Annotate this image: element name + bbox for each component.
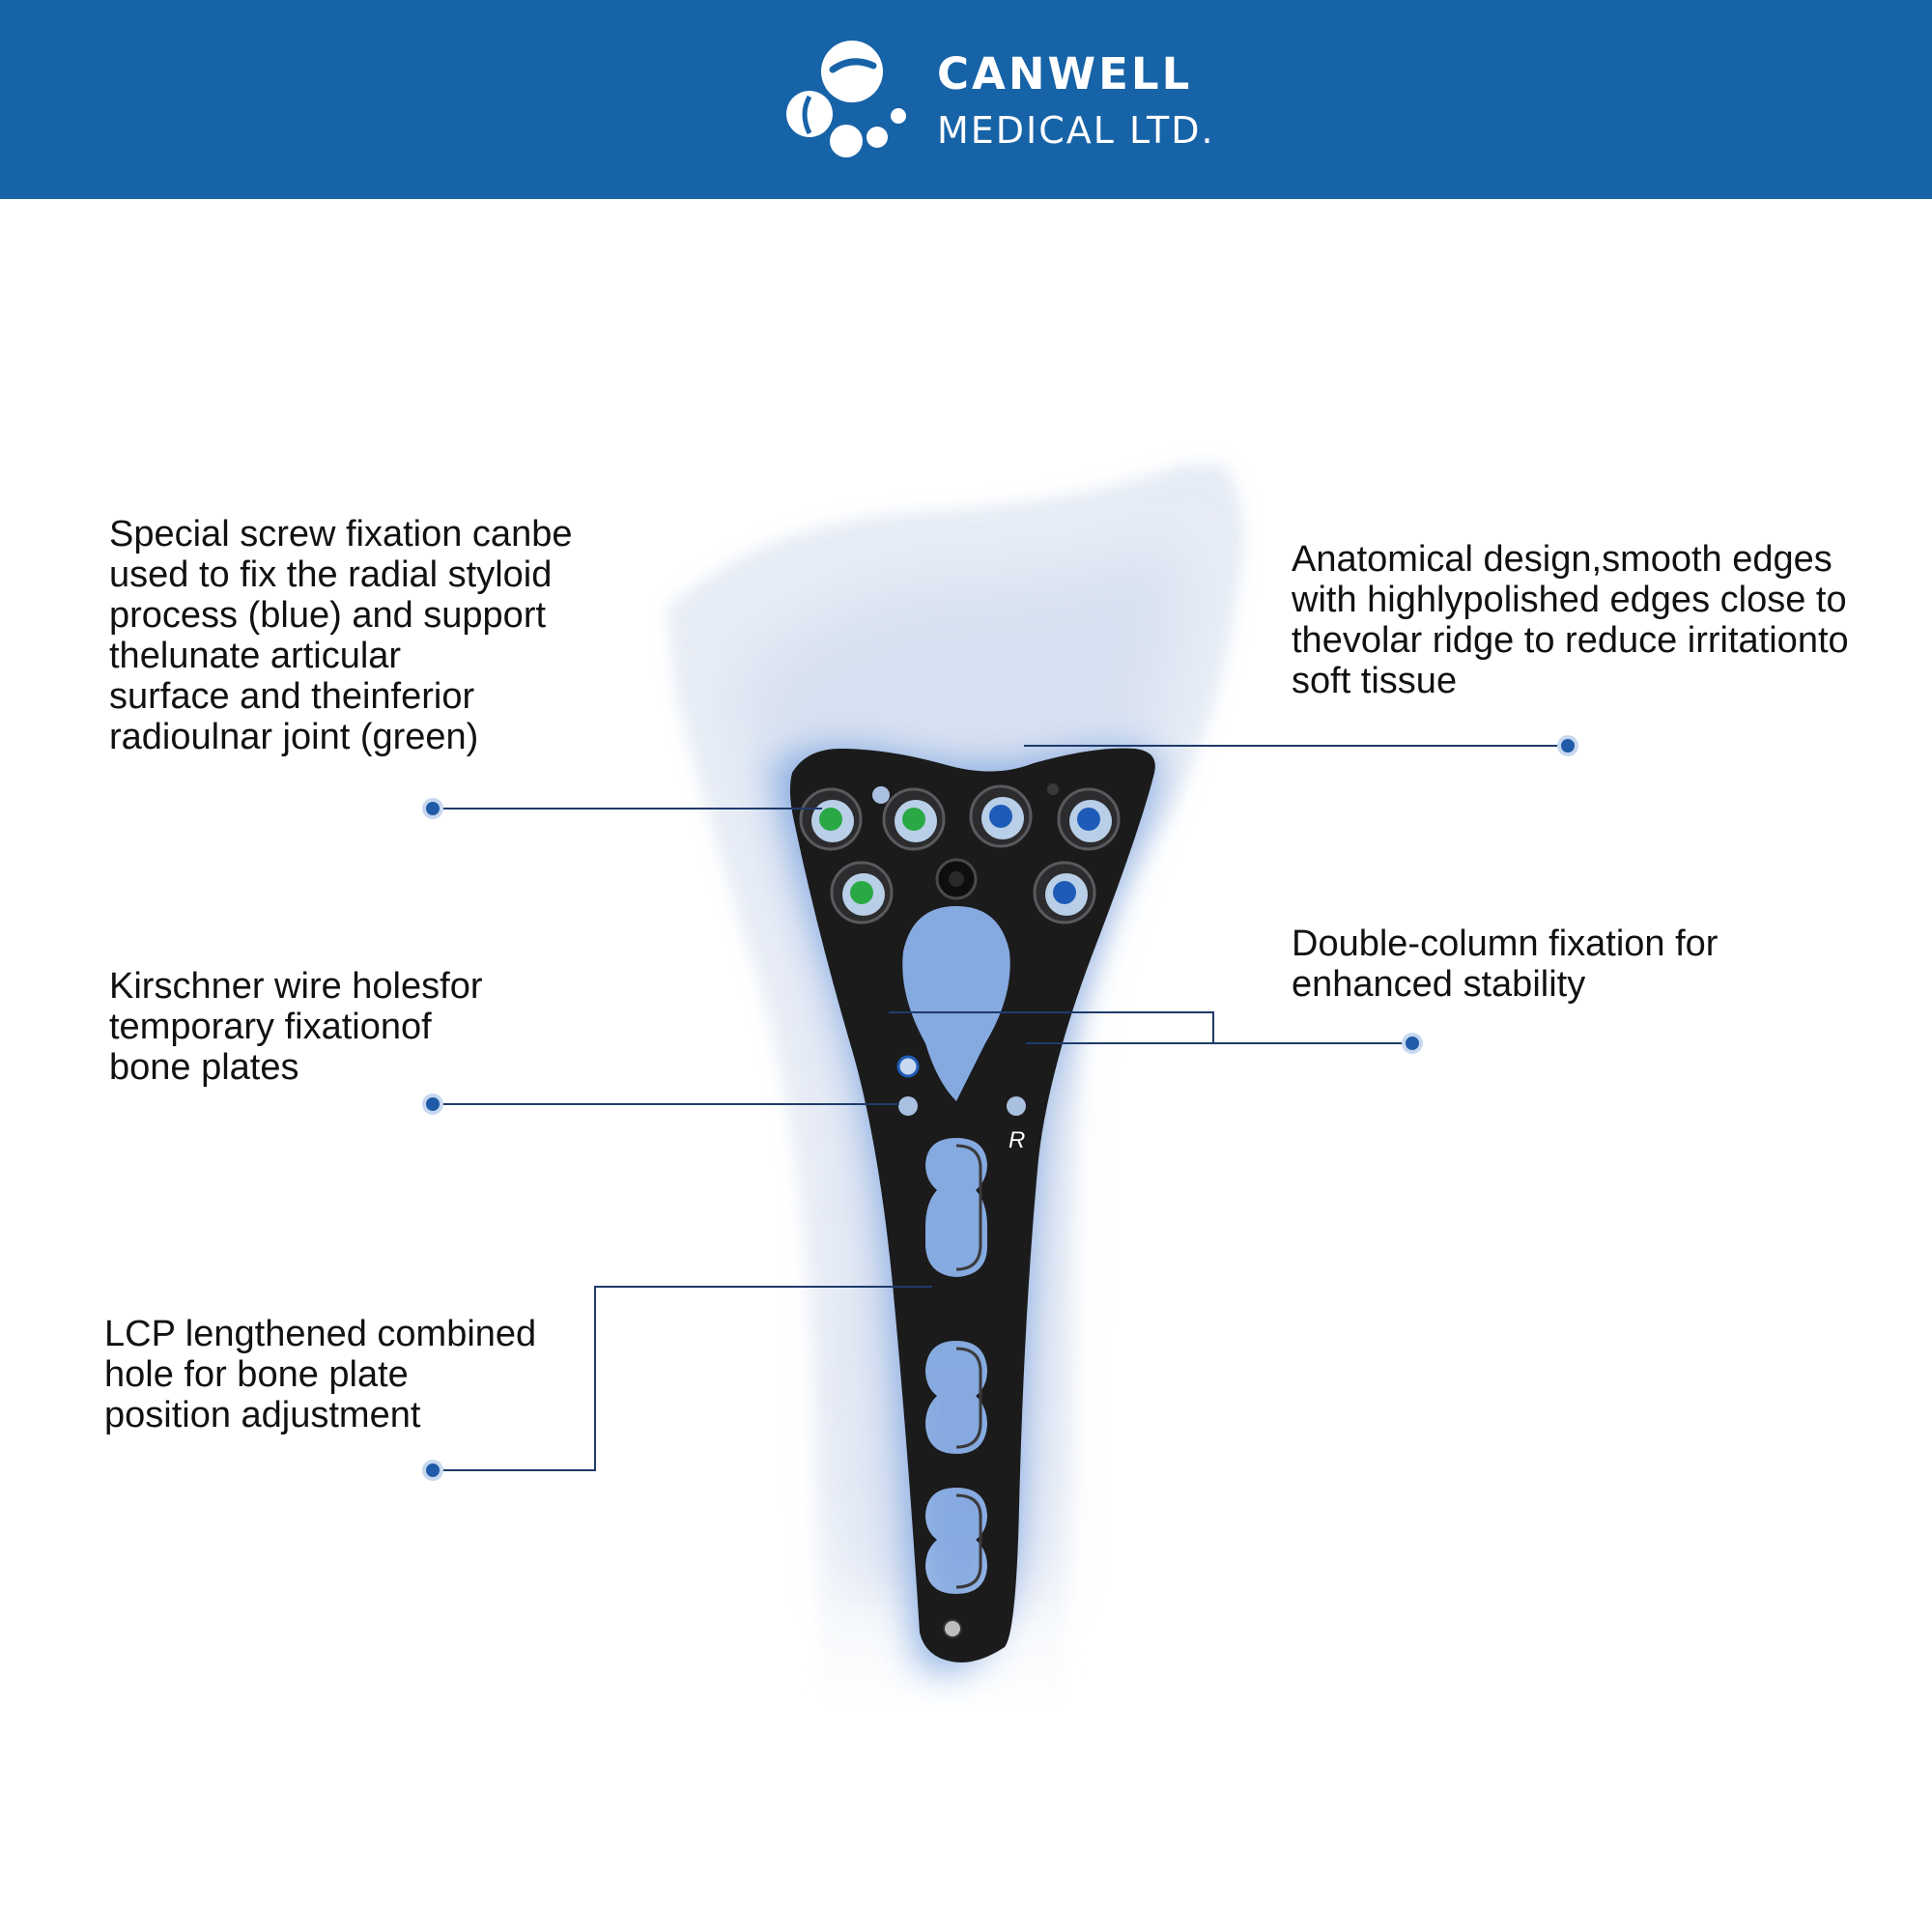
marker-lcp [422, 1460, 443, 1481]
marker-special-screw [422, 798, 443, 819]
marker-double-column [1402, 1033, 1423, 1054]
plate-side-label: R [1009, 1127, 1025, 1153]
screw-hole-blue-2 [1057, 787, 1121, 851]
brand-name: CANWELL [937, 48, 1193, 99]
screw-hole-green-3 [830, 861, 894, 924]
bone-plate-illustration: R [422, 464, 1578, 1719]
marker-kirschner [422, 1094, 443, 1115]
callout-anatomical: Anatomical design,smooth edges with high… [1292, 539, 1849, 701]
screw-hole-blue-1 [969, 784, 1033, 848]
screw-hole-green-1 [799, 787, 863, 851]
screw-hole-green-2 [882, 787, 946, 851]
volar-locking-plate [789, 748, 1155, 1662]
callout-double-column: Double-column fixation for enhanced stab… [1292, 923, 1719, 1005]
callout-lcp: LCP lengthened combined hole for bone pl… [104, 1314, 537, 1435]
callout-special-screw: Special screw fixation canbe used to fix… [109, 514, 573, 757]
leader-lines [433, 745, 1568, 1471]
callout-markers [422, 735, 1578, 1481]
marker-anatomical [1557, 735, 1578, 756]
canwell-logo-icon [786, 41, 906, 157]
callout-kirschner: Kirschner wire holesfor temporary fixati… [109, 966, 483, 1088]
screw-hole-blue-3 [1033, 861, 1096, 924]
center-locking-hole [935, 858, 978, 900]
kirschner-wire-holes [872, 783, 1059, 1638]
brand-header: CANWELL MEDICAL LTD. [0, 0, 1932, 199]
brand-subtitle: MEDICAL LTD. [937, 109, 1215, 152]
locking-screw-holes [799, 784, 1121, 924]
